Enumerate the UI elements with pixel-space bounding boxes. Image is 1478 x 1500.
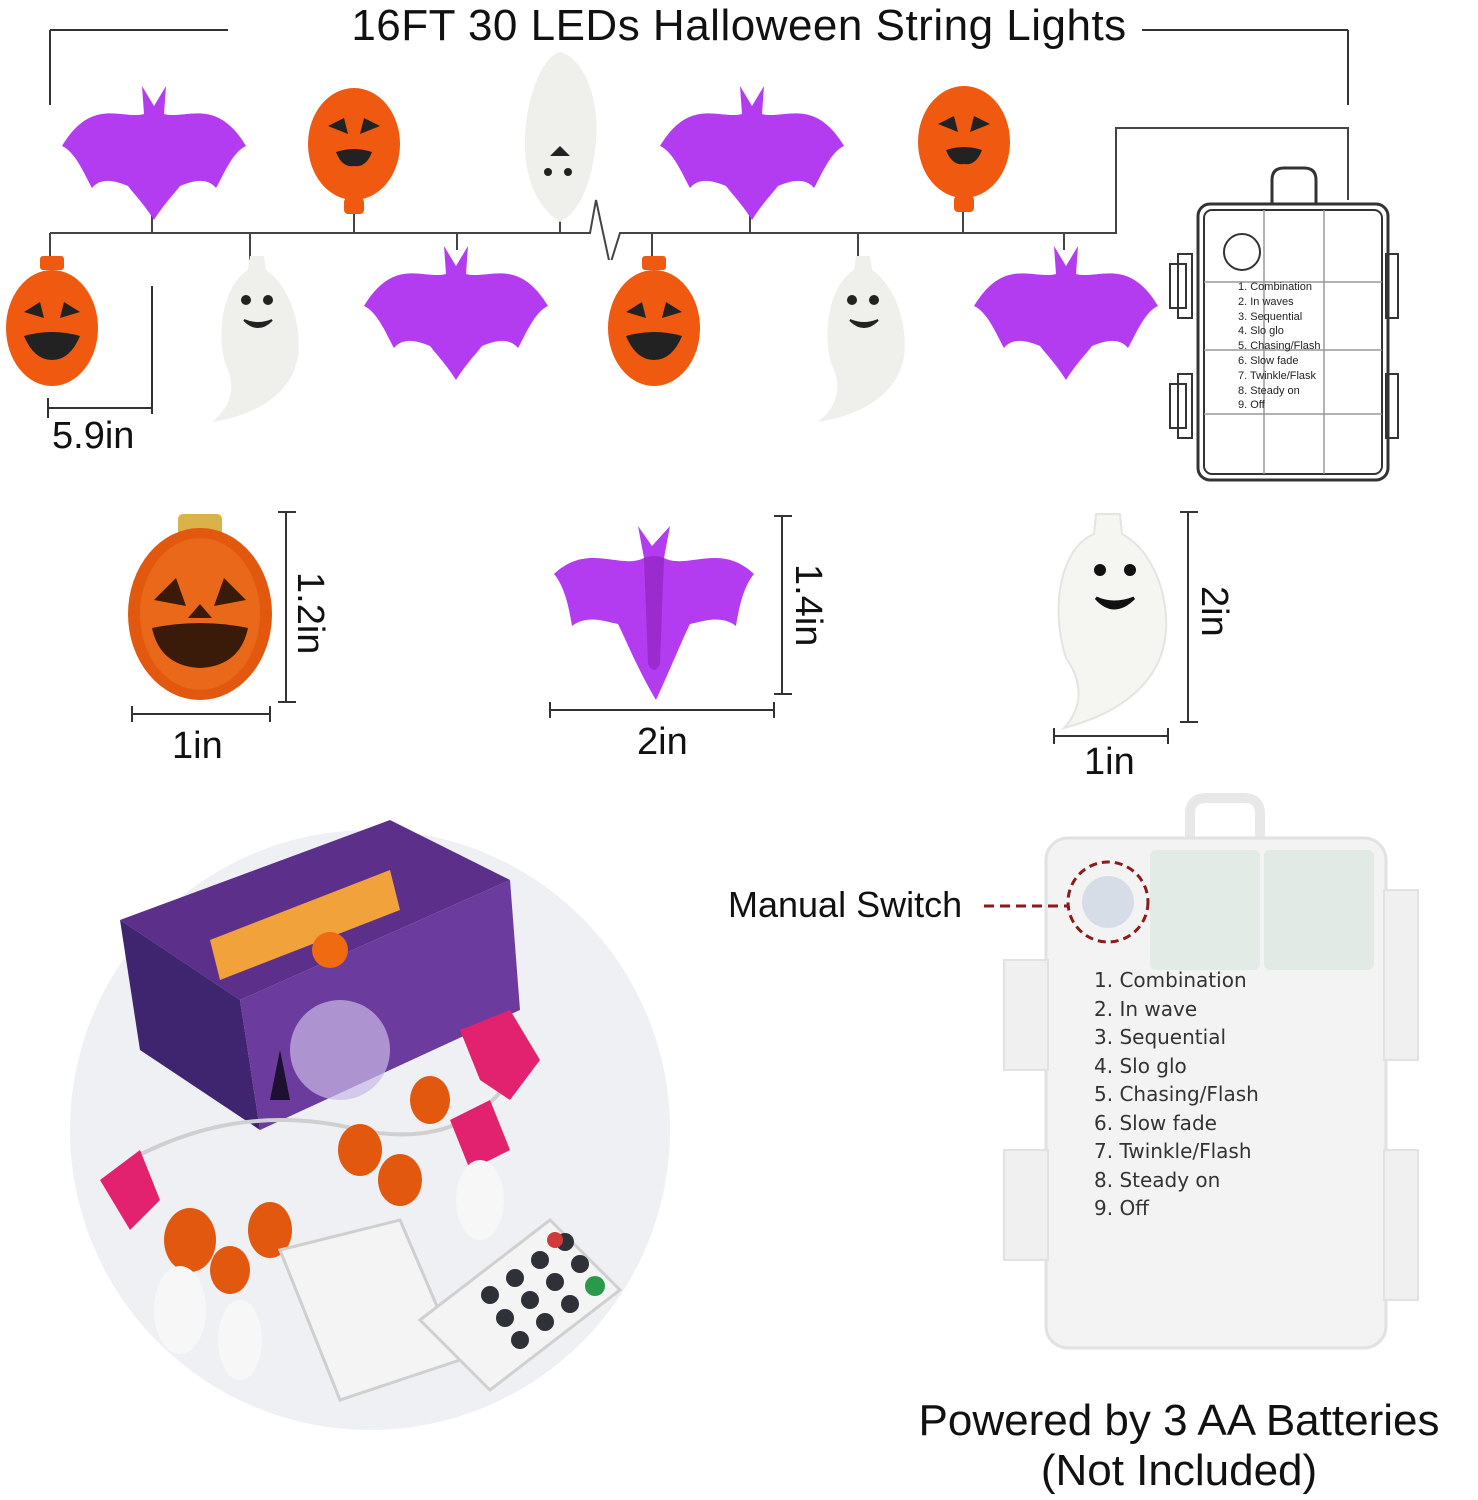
- battery-box-icon: [1003, 793, 1419, 1350]
- bat-icon: [549, 515, 792, 718]
- bat-height-label: 1.4in: [787, 564, 829, 647]
- bat-icon: [974, 246, 1158, 380]
- mode-item: 1. Combination: [1238, 281, 1312, 293]
- mode-item: 3. Sequential: [1238, 310, 1303, 323]
- mode-item: 9. Off: [1094, 1196, 1149, 1220]
- manual-switch-label: Manual Switch: [728, 884, 963, 925]
- bat-icon: [62, 86, 246, 220]
- mode-item: 9. Off: [1238, 399, 1265, 412]
- power-line-1: Powered by 3 AA Batteries: [918, 1396, 1440, 1445]
- pumpkin-icon: [918, 86, 1010, 212]
- ghost-icon: [524, 52, 597, 222]
- switch-pointer: [984, 904, 1068, 908]
- mode-item: 8. Steady on: [1094, 1167, 1221, 1192]
- pumpkin-icon: [308, 88, 400, 214]
- title-bracket: [49, 29, 1349, 105]
- mode-item: 8. Steady on: [1238, 384, 1300, 397]
- string-wire: [49, 127, 1349, 260]
- mode-item: 5. Chasing/Flash: [1094, 1082, 1259, 1106]
- mode-item: 4. Slo glo: [1238, 325, 1284, 338]
- spacing-dimension: [47, 286, 153, 418]
- bat-icon: [660, 86, 844, 220]
- spacing-label: 5.9in: [52, 415, 135, 457]
- ghost-icon: [1053, 511, 1198, 744]
- mode-item: 4. Slo glo: [1094, 1053, 1187, 1078]
- mode-item: 2. In wave: [1094, 996, 1198, 1021]
- mode-list-small: 1. Combination 2. In waves 3. Sequential…: [1238, 280, 1348, 413]
- package-box-icon: [120, 820, 520, 1130]
- bat-width-label: 2in: [637, 721, 688, 763]
- page-title: 16FT 30 LEDs Halloween String Lights: [351, 1, 1127, 50]
- pumpkin-icon: [608, 256, 700, 386]
- ghost-icon: [212, 256, 299, 422]
- mode-item: 6. Slow fade: [1094, 1110, 1217, 1135]
- pumpkin-height-label: 1.2in: [289, 572, 331, 655]
- mode-item: 3. Sequential: [1094, 1025, 1227, 1049]
- ghost-icon: [818, 256, 905, 422]
- ghost-width-label: 1in: [1084, 741, 1135, 783]
- mode-item: 6. Slow fade: [1238, 354, 1299, 367]
- ghost-height-label: 2in: [1193, 586, 1235, 637]
- remote-icon: [417, 1218, 623, 1392]
- product-photo: [70, 820, 670, 1430]
- mode-item: 7. Twinkle/Flask: [1238, 369, 1317, 382]
- mode-item: 5. Chasing/Flash: [1238, 340, 1321, 353]
- mode-list-large: 1. Combination 2. In wave 3. Sequential …: [1094, 966, 1314, 1223]
- mode-item: 2. In waves: [1238, 295, 1294, 308]
- power-line-2: (Not Included): [1040, 1446, 1318, 1495]
- pumpkin-icon: [128, 511, 296, 722]
- battery-box-icon: [1169, 166, 1399, 482]
- power-note: Powered by 3 AA Batteries (Not Included): [880, 1396, 1478, 1496]
- mode-item: 7. Twinkle/Flash: [1094, 1139, 1252, 1163]
- pumpkin-width-label: 1in: [172, 725, 223, 767]
- bat-icon: [364, 246, 548, 380]
- pumpkin-icon: [6, 256, 98, 386]
- mode-item: 1. Combination: [1094, 968, 1247, 992]
